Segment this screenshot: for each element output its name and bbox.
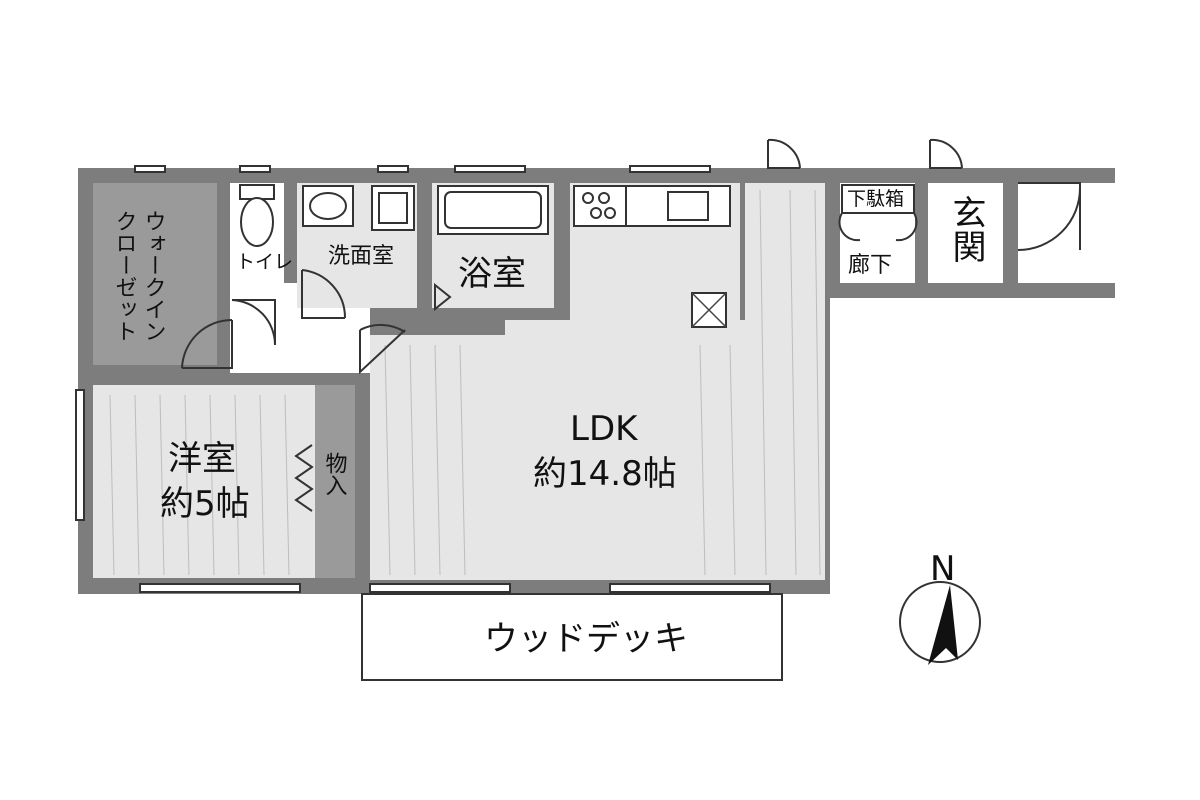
toilet-door [232,299,276,345]
fixtures [239,184,915,328]
north-compass: N [899,549,981,665]
north-door [767,140,800,169]
corridor-door-right [895,212,918,242]
corridor-label: 廊下 [848,253,892,278]
entrance-floor [928,183,1003,283]
western-room-size-label: 約5帖 [160,484,250,524]
wood-deck-label: ウッドデッキ [484,619,688,659]
ldk-door [359,329,406,375]
ldk-south-window-2 [609,583,771,593]
compass-circle [899,581,981,663]
closet-door [182,320,233,369]
ldk-north-floor [745,183,825,343]
bathroom-label: 浴室 [458,254,526,294]
stove [573,185,627,227]
washroom-label: 洗面室 [328,244,394,269]
storage-folding-door [294,444,314,512]
washroom-window [377,165,409,173]
western-side-window [75,389,85,521]
bathroom-door [434,282,452,312]
floor-hatching [109,189,821,576]
toilet-label: トイレ [236,251,293,273]
entrance-north-door [929,140,962,169]
ldk-floor [370,335,825,580]
ldk-label: LDK [570,409,639,449]
kitchen-window [629,165,711,173]
toilet-window [239,165,271,173]
walk-in-closet-label-1: ウォークイン [141,210,166,342]
toilet-bowl [240,197,274,247]
compass-north-label: N [930,549,955,589]
corridor-door-left [838,212,861,242]
ldk-south-window-1 [369,583,511,593]
labels: ウォークイン クローゼット トイレ 洗面室 浴室 LDK 約14.8帖 洋室 約… [112,188,987,659]
toilet-tank [239,184,275,200]
north-arrow-icon [928,585,958,665]
shoe-box-label: 下駄箱 [847,188,904,210]
ldk-mid-floor [505,320,745,340]
washroom-door [301,270,345,319]
storage-floor [315,385,355,578]
bath-window [454,165,526,173]
entrance-label: 玄関 [946,195,986,263]
wood-deck [361,593,783,681]
storage-label: 物入 [322,452,348,496]
front-door [1018,182,1081,250]
western-south-window [139,583,301,593]
porch-floor [1018,183,1115,283]
windows [75,165,771,593]
western-room-floor [93,385,315,578]
walk-in-closet-label-2: クローゼット [112,210,137,342]
doors [181,138,1081,512]
western-room-label: 洋室 [168,439,236,479]
shoe-box [841,184,915,214]
closet-window [134,165,166,173]
ldk-size-label: 約14.8帖 [533,454,677,494]
